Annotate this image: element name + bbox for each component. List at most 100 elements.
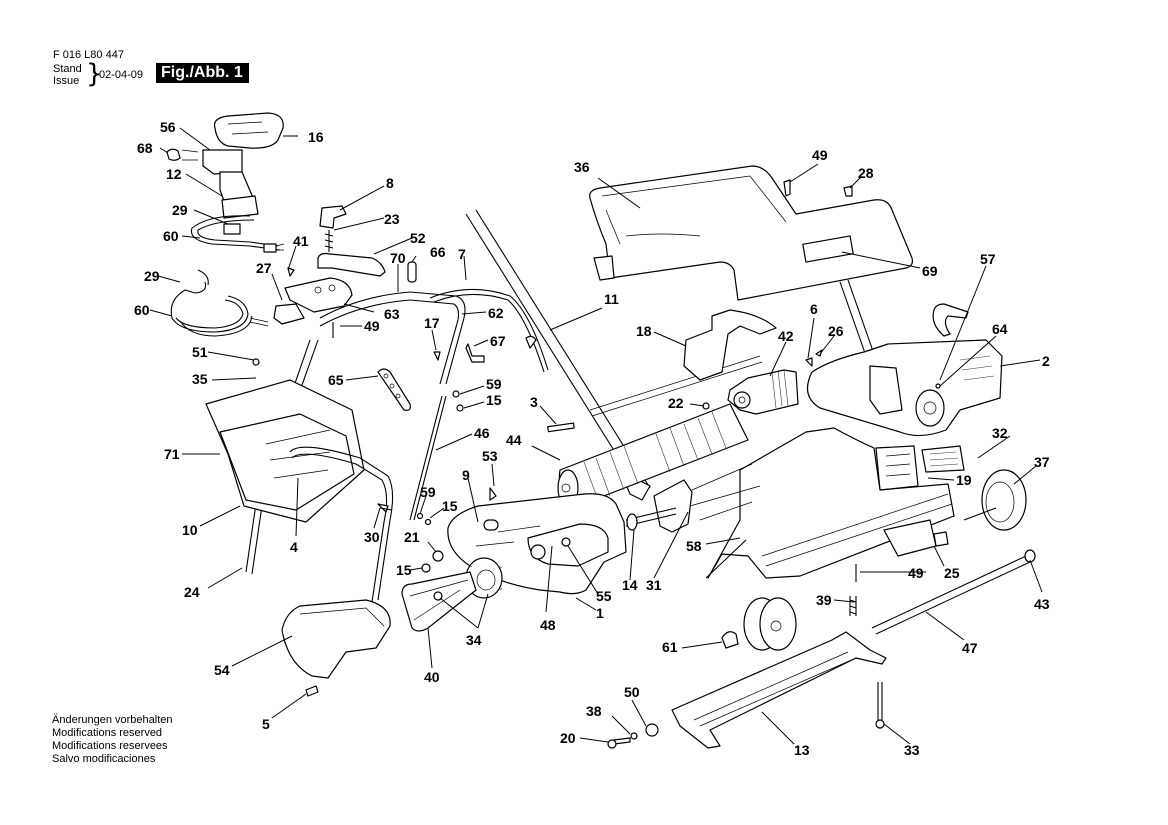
callout-13: 13 <box>794 742 810 758</box>
leader-lines <box>149 127 1043 745</box>
callout-21: 21 <box>404 529 420 545</box>
callout-12: 12 <box>166 166 182 182</box>
callout-15-lower: 15 <box>396 562 412 578</box>
callout-52: 52 <box>410 230 426 246</box>
part-switch-box <box>875 445 965 491</box>
part-misc-fasteners <box>252 267 537 573</box>
callout-64: 64 <box>992 321 1008 337</box>
part-adjuster-plate <box>377 368 411 411</box>
callout-50: 50 <box>624 684 640 700</box>
callout-44: 44 <box>506 432 522 448</box>
callout-71: 71 <box>164 446 180 462</box>
part-adjust-rod <box>409 395 447 521</box>
part-top-cover <box>589 165 913 357</box>
callout-25: 25 <box>944 565 960 581</box>
part-clip <box>465 343 485 363</box>
callout-70: 70 <box>390 250 406 266</box>
callout-29-lower: 29 <box>144 268 160 284</box>
callout-15-mid: 15 <box>442 498 458 514</box>
part-lever-assembly <box>317 205 386 277</box>
callout-26: 26 <box>828 323 844 339</box>
part-switch-cover <box>213 112 284 149</box>
callout-23: 23 <box>384 211 400 227</box>
notice-line-en: Modifications reserved <box>52 727 163 739</box>
callout-59-upper: 59 <box>486 376 502 392</box>
callout-3: 3 <box>530 394 538 410</box>
callout-36: 36 <box>574 159 590 175</box>
callout-15-upper: 15 <box>486 392 502 408</box>
callout-62: 62 <box>488 305 504 321</box>
part-cable-bracket <box>407 261 417 283</box>
figure-label: Fig./Abb. 1 <box>156 63 249 83</box>
callout-67: 67 <box>490 333 506 349</box>
part-bolt-30 <box>377 503 393 513</box>
callout-1: 1 <box>596 605 604 621</box>
part-deck-housing <box>707 427 955 579</box>
part-wheels-axle <box>721 469 1036 651</box>
modifications-notice: Änderungen vorbehalten Modifications res… <box>52 714 172 766</box>
callout-46: 46 <box>474 425 490 441</box>
callout-48: 48 <box>540 617 556 633</box>
callout-41: 41 <box>293 233 309 249</box>
callout-37: 37 <box>1034 454 1050 470</box>
part-power-cable-upper <box>190 215 285 253</box>
callout-58: 58 <box>686 538 702 554</box>
callout-8: 8 <box>386 175 394 191</box>
callout-42: 42 <box>778 328 794 344</box>
callout-39: 39 <box>816 592 832 608</box>
callout-20: 20 <box>560 730 576 746</box>
brace-symbol: } <box>86 59 103 89</box>
callout-65: 65 <box>328 372 344 388</box>
callout-43: 43 <box>1034 596 1050 612</box>
notice-line-fr: Modifications reservees <box>52 740 168 752</box>
callout-69: 69 <box>922 263 938 279</box>
callout-16: 16 <box>308 129 324 145</box>
callout-59-lower: 59 <box>420 484 436 500</box>
callout-10: 10 <box>182 522 198 538</box>
callout-30: 30 <box>364 529 380 545</box>
part-switch-plate <box>273 277 353 338</box>
callout-6: 6 <box>810 301 818 317</box>
stand-label: Stand <box>53 63 82 75</box>
callout-55: 55 <box>596 588 612 604</box>
part-side-cover <box>806 303 1003 437</box>
callout-54: 54 <box>214 662 230 678</box>
notice-line-de: Änderungen vorbehalten <box>52 714 173 726</box>
callout-56: 56 <box>160 119 176 135</box>
part-grass-box <box>205 379 394 603</box>
part-threaded-rod <box>547 422 575 433</box>
part-gear-housing <box>447 493 627 595</box>
callout-60-upper: 60 <box>163 228 179 244</box>
callout-2: 2 <box>1042 353 1050 369</box>
callout-4: 4 <box>290 539 298 555</box>
callout-31: 31 <box>646 577 662 593</box>
notice-line-es: Salvo modificaciones <box>52 753 156 765</box>
part-motor <box>727 369 799 415</box>
callout-47: 47 <box>962 640 978 656</box>
issue-date: 02-04-09 <box>99 69 144 81</box>
part-bowden-cable <box>429 288 549 373</box>
document-number: F 016 L80 447 <box>53 49 124 61</box>
part-roller <box>557 355 763 507</box>
callout-60-lower: 60 <box>134 302 150 318</box>
issue-label: Issue <box>53 75 80 87</box>
callout-61: 61 <box>662 639 678 655</box>
callout-57: 57 <box>980 251 996 267</box>
callout-27: 27 <box>256 260 272 276</box>
part-belt-cover <box>281 599 391 697</box>
callout-labels: 56 16 68 12 8 23 29 60 41 52 7 70 66 27 … <box>134 119 1050 758</box>
callout-68: 68 <box>137 140 153 156</box>
part-bearing <box>626 513 638 531</box>
callout-9: 9 <box>462 467 470 483</box>
callout-19: 19 <box>956 472 972 488</box>
callout-40: 40 <box>424 669 440 685</box>
callout-49-cover: 49 <box>812 147 828 163</box>
callout-33: 33 <box>904 742 920 758</box>
part-rear-bracket <box>607 631 887 749</box>
callout-5: 5 <box>262 716 270 732</box>
callout-7: 7 <box>458 246 466 262</box>
part-power-cable-coiled <box>170 269 269 337</box>
callout-22: 22 <box>668 395 684 411</box>
callout-18: 18 <box>636 323 652 339</box>
